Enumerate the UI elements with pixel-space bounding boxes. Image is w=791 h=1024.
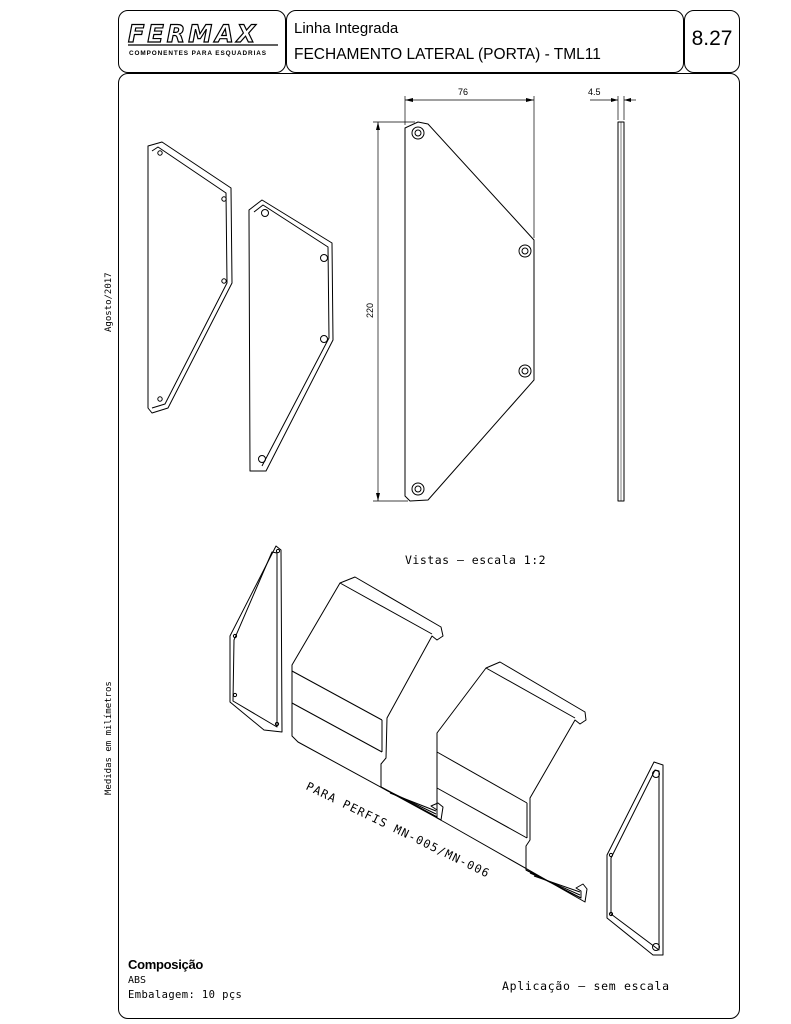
dimension-height-label: 220 (365, 302, 375, 318)
product-title: FECHAMENTO LATERAL (PORTA) - TML11 (294, 46, 601, 63)
views-caption: Vistas – escala 1:2 (405, 553, 547, 567)
application-caption: Aplicação – sem escala (502, 979, 670, 993)
front-view (373, 96, 535, 502)
code-box (684, 10, 740, 73)
dimension-width-label: 76 (458, 87, 469, 97)
brand-subtitle: COMPONENTES PARA ESQUADRIAS (129, 50, 267, 57)
composition-material: ABS (128, 975, 147, 986)
product-line: Linha Integrada (294, 20, 399, 37)
iso-view-right-part (248, 199, 334, 472)
title-box (286, 10, 684, 73)
units-note: Medidas em milímetros (104, 681, 114, 795)
drawing-date: Agosto/2017 (104, 272, 114, 332)
logo-box (118, 10, 286, 73)
drawing-frame (118, 73, 740, 1019)
application-view (229, 545, 664, 956)
dimension-thickness-label: 4.5 (588, 87, 601, 97)
composition-packaging: Embalagem: 10 pçs (128, 989, 243, 1001)
brand-logo: FERMAX (127, 19, 259, 48)
dimension-arrows (376, 98, 631, 501)
sheet-code: 8.27 (691, 27, 733, 50)
side-view (590, 96, 636, 502)
iso-view-left-part (147, 141, 233, 414)
composition-title: Composição (128, 957, 204, 972)
